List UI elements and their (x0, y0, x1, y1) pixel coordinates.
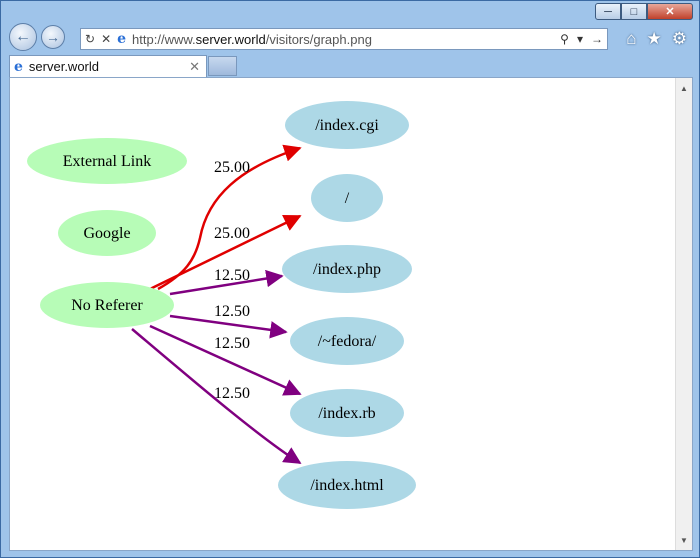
address-bar[interactable]: ↻ ✕ e http://www.server.world/visitors/g… (80, 28, 608, 50)
gear-icon[interactable]: ⚙ (671, 29, 687, 48)
edge-label-index-cgi: 25.00 (214, 159, 250, 176)
edge-no-referer-to-index-cgi (157, 144, 302, 291)
home-icon[interactable]: ⌂ (626, 29, 637, 48)
node-shape-external-link (27, 138, 187, 184)
search-icon[interactable]: ⚲ (560, 32, 569, 46)
node-root: / (311, 174, 383, 222)
node-label-google: Google (83, 225, 130, 242)
window-controls: ─ □ ✕ (595, 3, 693, 20)
edge-no-referer-to-index-php (169, 269, 284, 296)
ie-tab-icon: e (14, 58, 23, 75)
scroll-down-icon[interactable]: ▼ (680, 535, 688, 545)
tab-title: server.world (28, 59, 99, 74)
forward-button[interactable]: → (41, 25, 65, 49)
node-index-rb: /index.rb (290, 389, 404, 437)
node-label-index-html: /index.html (310, 477, 384, 494)
node-label-no-referer: No Referer (71, 297, 143, 314)
toolbar-icons: ⌂ ★ ⚙ (616, 29, 687, 49)
refresh-icon[interactable]: ↻ (85, 32, 96, 46)
dropdown-icon[interactable]: ▾ (576, 32, 583, 46)
node-index-php: /index.php (282, 245, 412, 293)
node-shape-index-rb (290, 389, 404, 437)
node-shape-index-cgi (285, 101, 409, 149)
edge-label-root: 25.00 (214, 225, 250, 242)
edge-label-fedora: 12.50 (214, 303, 250, 320)
node-shape-index-html (278, 461, 416, 509)
stop-icon[interactable]: ✕ (101, 32, 112, 46)
scroll-up-icon[interactable]: ▲ (680, 83, 688, 93)
node-no-referer: No Referer (40, 282, 174, 328)
tab-server-world[interactable]: e server.world ✕ (9, 55, 207, 77)
edge-label-index-php: 12.50 (214, 267, 250, 284)
node-label-index-cgi: /index.cgi (315, 117, 379, 134)
node-shape-root (311, 174, 383, 222)
edge-no-referer-to-fedora (169, 314, 288, 339)
edge-label-index-html: 12.50 (214, 385, 250, 402)
maximize-button[interactable]: □ (621, 3, 647, 20)
url-path: /visitors/graph.png (265, 31, 372, 47)
url-host: server.world (195, 31, 266, 47)
node-label-external-link: External Link (63, 153, 151, 170)
close-window-button[interactable]: ✕ (647, 3, 693, 20)
edge-no-referer-to-root (149, 214, 302, 291)
nav-buttons: ← → (9, 23, 69, 51)
page-content: 25.00 25.00 12.50 12.50 12.50 12.50 External L… (9, 77, 693, 551)
go-arrow-icon[interactable]: → (591, 32, 603, 46)
vertical-scrollbar[interactable]: ▲ ▼ (675, 78, 692, 550)
url-prefix: http://www. (132, 31, 196, 47)
favorites-star-icon[interactable]: ★ (646, 29, 662, 48)
node-label-fedora: /~fedora/ (318, 333, 377, 350)
ie-page-icon: e (117, 31, 127, 47)
node-label-root: / (345, 190, 350, 207)
back-arrow-icon: ← (15, 28, 31, 45)
back-button[interactable]: ← (9, 23, 37, 51)
node-shape-fedora (290, 317, 404, 365)
url-text[interactable]: http://www.server.world/visitors/graph.p… (132, 32, 372, 47)
new-tab-button[interactable] (208, 56, 237, 76)
forward-arrow-icon: → (46, 29, 60, 45)
edge-no-referer-to-index-rb (149, 324, 302, 396)
node-label-index-php: /index.php (313, 261, 381, 278)
node-shape-no-referer (40, 282, 174, 328)
referer-graph: 25.00 25.00 12.50 12.50 12.50 12.50 External L… (27, 101, 416, 509)
node-fedora: /~fedora/ (290, 317, 404, 365)
node-index-cgi: /index.cgi (285, 101, 409, 149)
edge-no-referer-to-index-html (131, 328, 302, 465)
node-google: Google (58, 210, 156, 256)
minimize-button[interactable]: ─ (595, 3, 621, 20)
node-index-html: /index.html (278, 461, 416, 509)
node-external-link: External Link (27, 138, 187, 184)
tab-close-icon[interactable]: ✕ (189, 58, 200, 74)
node-label-index-rb: /index.rb (318, 405, 375, 422)
edge-label-index-rb: 12.50 (214, 335, 250, 352)
node-shape-index-php (282, 245, 412, 293)
node-shape-google (58, 210, 156, 256)
